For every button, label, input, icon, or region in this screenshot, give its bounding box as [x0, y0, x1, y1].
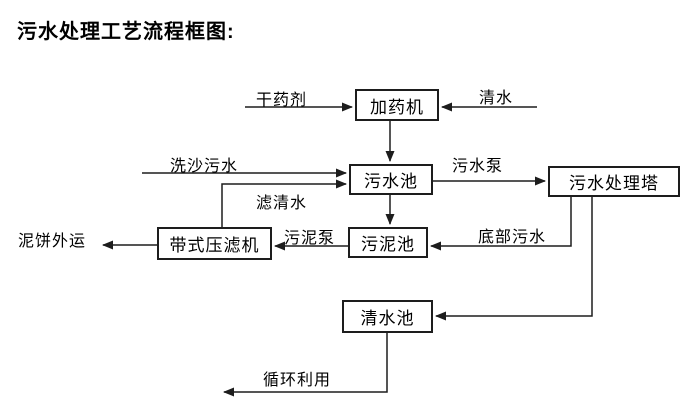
- label-sludge-pump: 污泥泵: [284, 230, 336, 247]
- edge-tower-to-clear-pool: [435, 197, 593, 321]
- label-filtered-water: 滤清水: [256, 195, 308, 212]
- label-bottom-sewage: 底部污水: [478, 229, 547, 246]
- node-clear-water-pool: 清水池: [342, 300, 433, 333]
- edge-filtered-water: [221, 179, 347, 227]
- edge-recycling: [223, 333, 388, 397]
- node-belt-filter-press: 带式压滤机: [157, 227, 272, 260]
- node-dosing-machine: 加药机: [355, 89, 439, 121]
- node-treatment-tower: 污水处理塔: [548, 166, 680, 197]
- edge-bottom-sewage: [430, 197, 572, 251]
- label-clear-water: 清水: [479, 90, 514, 107]
- node-sewage-pool: 污水池: [349, 164, 433, 195]
- label-recycling: 循环利用: [263, 372, 332, 389]
- label-dry-agent: 干药剂: [256, 92, 308, 109]
- label-sewage-pump: 污水泵: [452, 158, 504, 175]
- page-title: 污水处理工艺流程框图:: [17, 21, 235, 43]
- label-mud-cake-out: 泥饼外运: [18, 233, 87, 250]
- label-sand-washing-sewage: 洗沙污水: [170, 158, 239, 175]
- node-sludge-pool: 污泥池: [348, 227, 428, 258]
